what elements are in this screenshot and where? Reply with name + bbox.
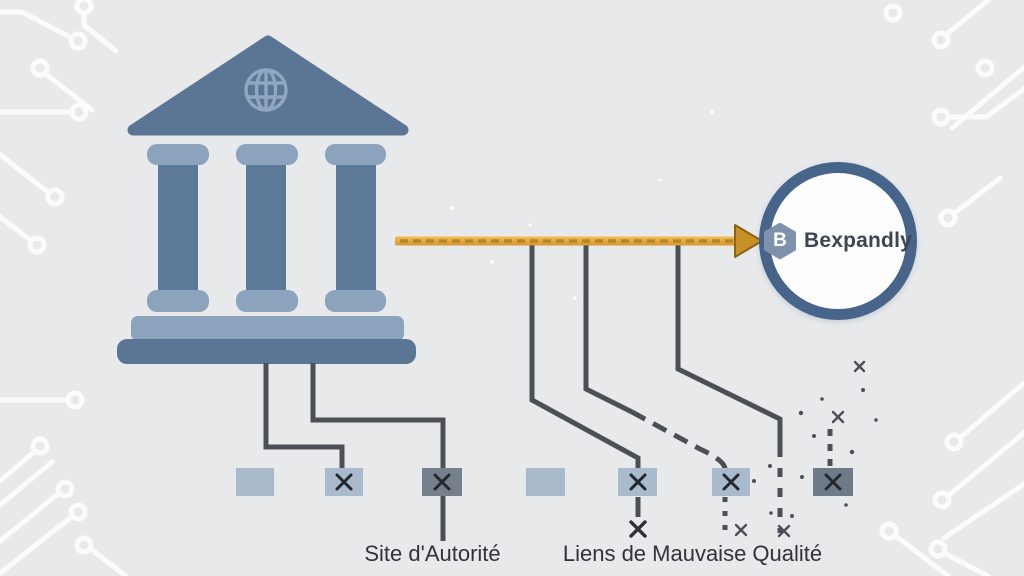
link-line-a [263,363,345,469]
link-line-e-solid [675,245,783,448]
particle-x-marks [734,360,866,538]
link-box-blocked-5 [618,468,657,496]
authority-site-label: Site d'Autorité [364,541,501,566]
globe-icon [244,68,288,112]
link-line-d-solid [583,245,634,415]
bank-columns [147,144,386,312]
bank-pediment [127,35,409,136]
x-mark-icon [433,473,451,491]
x-mark-icon [824,473,842,491]
particle-dots [752,388,878,518]
bad-links-label: Liens de Mauvaise Qualité [562,541,823,566]
link-box-blocked-6 [712,468,750,496]
link-box-blocked-3 [422,468,462,496]
link-box-plain-1 [236,468,274,496]
x-mark-icon [722,473,740,491]
link-line-b [310,363,446,541]
small-x-mark [629,520,647,538]
hexagon-logo-icon: B [764,222,796,260]
link-box-blocked-2 [325,468,363,496]
x-mark-icon [335,473,353,491]
sparkle-dots [370,110,714,300]
link-line-c [529,245,641,469]
bexpandly-target-node: B Bexpandly [759,162,917,320]
brand-name: Bexpandly [804,229,912,252]
link-line-d-dashed [630,409,728,471]
bank-base [117,316,416,364]
x-mark-icon [629,473,646,491]
link-box-plain-4 [526,468,565,496]
link-box-blocked-7 [813,468,853,496]
